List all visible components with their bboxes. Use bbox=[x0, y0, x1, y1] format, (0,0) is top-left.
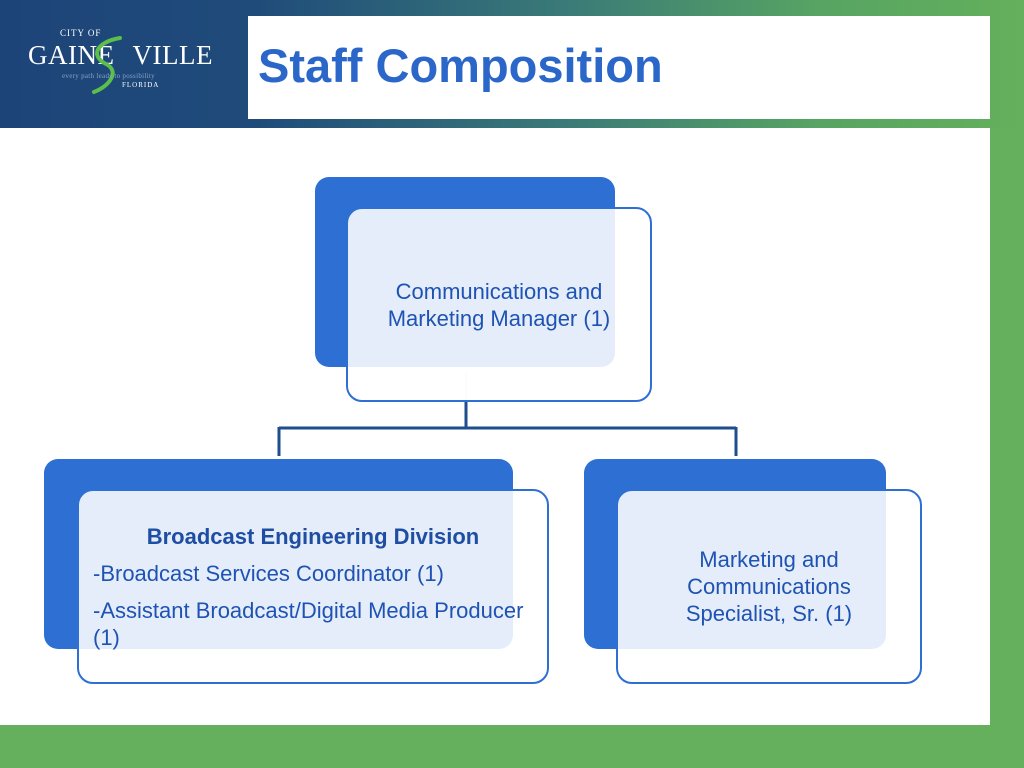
node-card: Marketing and Communications Specialist,… bbox=[616, 489, 922, 684]
logo-swoosh-icon bbox=[92, 36, 122, 94]
page-title: Staff Composition bbox=[258, 39, 663, 92]
node-card: Broadcast Engineering Division -Broadcas… bbox=[77, 489, 549, 684]
content-area: Communications and Marketing Manager (1)… bbox=[0, 128, 990, 725]
logo-tagline: every path leads to possibility bbox=[62, 72, 155, 80]
division-title: Broadcast Engineering Division bbox=[146, 523, 480, 549]
specialist-label: Marketing and Communications Specialist,… bbox=[685, 547, 853, 626]
division-item: -Broadcast Services Coordinator (1) bbox=[93, 560, 444, 586]
logo-state: FLORIDA bbox=[122, 81, 160, 89]
node-card: Communications and Marketing Manager (1) bbox=[346, 207, 652, 402]
division-item: -Assistant Broadcast/Digital Media Produ… bbox=[93, 597, 524, 650]
title-panel: Staff Composition bbox=[248, 16, 990, 119]
logo-city-prefix: CITY OF bbox=[60, 28, 102, 38]
manager-label: Communications and Marketing Manager (1) bbox=[387, 278, 611, 331]
logo-name-right: VILLE bbox=[132, 40, 213, 70]
